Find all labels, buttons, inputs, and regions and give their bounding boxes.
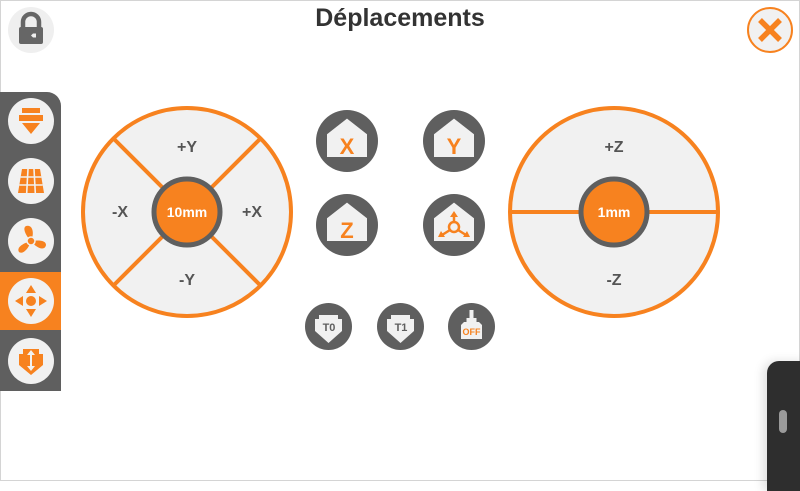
lock-button[interactable]: [8, 7, 54, 53]
tool-nozzle-icon: T0: [305, 303, 352, 350]
home-z-button[interactable]: Z: [316, 194, 378, 256]
tool-1-label: T1: [395, 322, 408, 334]
sidebar: [0, 92, 61, 391]
home-x-button[interactable]: X: [316, 110, 378, 172]
label-plus-z: +Z: [604, 139, 623, 156]
tool-0-label: T0: [323, 322, 336, 334]
label-plus-y: +Y: [177, 139, 197, 156]
home-x-label: X: [340, 134, 355, 159]
lock-icon: [19, 11, 43, 44]
filament-load-unload-icon: [19, 349, 43, 375]
label-plus-x: +X: [242, 204, 262, 221]
close-x-icon: [758, 18, 782, 42]
select-tool-0-button[interactable]: T0: [305, 303, 352, 350]
fan-icon: [18, 225, 46, 253]
page-title: Déplacements: [315, 4, 485, 32]
xy-jog-pad: +Y -Y -X +X 10mm: [80, 105, 294, 319]
select-tool-1-button[interactable]: T1: [377, 303, 424, 350]
tool-nozzle-icon: T1: [377, 303, 424, 350]
sidebar-item-movement[interactable]: [0, 272, 61, 330]
sidebar-item-extruder[interactable]: [0, 92, 61, 150]
drawer-handle[interactable]: [767, 361, 800, 491]
close-button[interactable]: [747, 7, 793, 53]
home-y-label: Y: [447, 134, 462, 159]
home-y-button[interactable]: Y: [423, 110, 485, 172]
xy-step-size-button[interactable]: 10mm: [151, 176, 223, 248]
home-z-label: Z: [340, 218, 353, 243]
bed-grid-icon: [18, 168, 44, 194]
z-step-size-label: 1mm: [598, 204, 631, 220]
home-icon: X: [316, 110, 378, 172]
sidebar-item-filament[interactable]: [0, 332, 61, 390]
motors-off-button[interactable]: OFF: [448, 303, 495, 350]
sidebar-item-fan[interactable]: [0, 212, 61, 270]
sidebar-item-bed-leveling[interactable]: [0, 152, 61, 210]
motors-off-label: OFF: [463, 327, 481, 337]
z-jog-pad: +Z -Z 1mm: [507, 105, 721, 319]
extruder-nozzle-icon: [19, 108, 43, 134]
z-step-size-button[interactable]: 1mm: [578, 176, 650, 248]
xy-step-size-label: 10mm: [167, 204, 207, 220]
move-arrows-icon: [15, 285, 47, 317]
label-minus-z: -Z: [606, 272, 621, 289]
label-minus-x: -X: [112, 204, 128, 221]
label-minus-y: -Y: [179, 272, 195, 289]
home-icon: Z: [316, 194, 378, 256]
home-all-button[interactable]: [423, 194, 485, 256]
motor-off-icon: OFF: [448, 303, 495, 350]
home-icon: Y: [423, 110, 485, 172]
drawer-grip-icon: [779, 410, 787, 433]
home-all-axes-icon: [423, 194, 485, 256]
